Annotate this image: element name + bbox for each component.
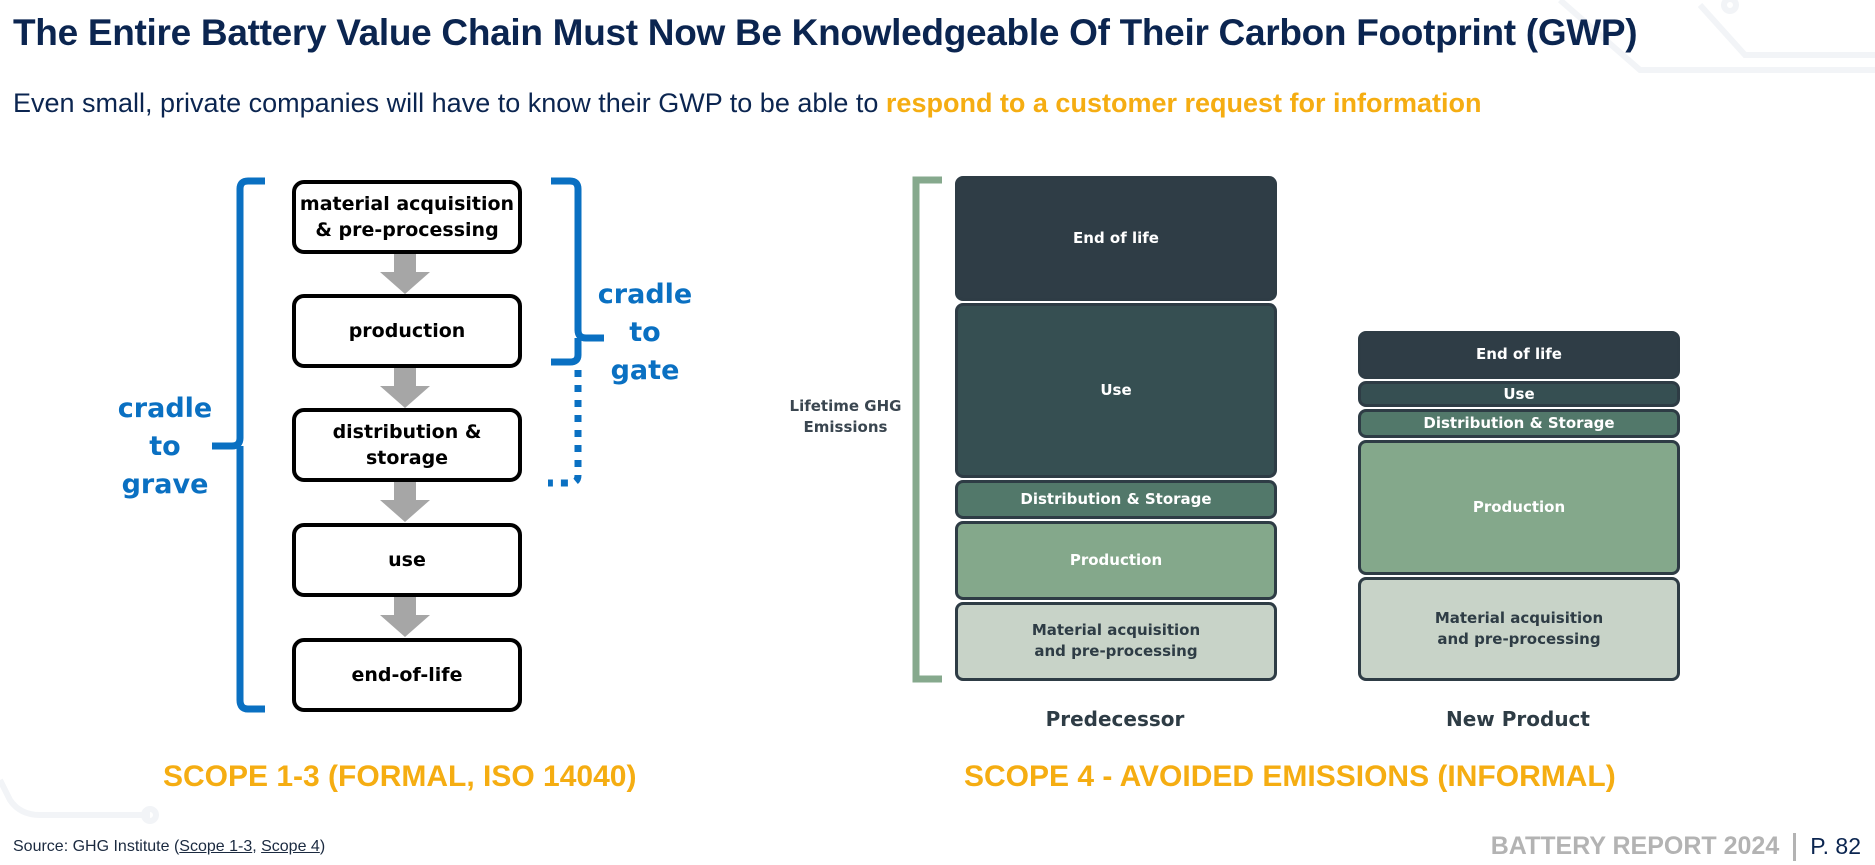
bar-segment-new-product-use: Use [1358, 381, 1680, 408]
bar-segment-new-product-end-of-life: End of life [1358, 330, 1680, 380]
bar-segment-predecessor-distribution-storage: Distribution & Storage [955, 480, 1277, 519]
footer: BATTERY REPORT 2024 P. 82 [1491, 832, 1861, 861]
segment-label: Distribution & Storage [1423, 413, 1615, 432]
bar-segment-predecessor-use: Use [955, 302, 1277, 479]
bar-segment-predecessor-material-acquisition-and-pre-processing: Material acquisition and pre-processing [955, 601, 1277, 681]
scope-4-link[interactable]: Scope 4 [261, 838, 320, 855]
source-suffix: ) [319, 838, 326, 855]
flow-arrows [380, 254, 430, 637]
page-title: The Entire Battery Value Chain Must Now … [13, 12, 1638, 53]
segment-label: Production [1472, 497, 1566, 516]
bar-segment-predecessor-production: Production [955, 520, 1277, 600]
segment-label: Material acquisition and pre-processing [1031, 621, 1201, 661]
page-subtitle: Even small, private companies will have … [13, 88, 1482, 119]
segment-label: End of life [1476, 345, 1562, 364]
lifetime-ghg-label: Lifetime GHG Emissions [789, 397, 902, 436]
cradle-to-gate-brace [551, 177, 604, 366]
label-line: grave [121, 469, 209, 500]
report-name: BATTERY REPORT 2024 [1490, 832, 1780, 860]
flow-arrow [380, 482, 430, 522]
flow-arrow [380, 254, 430, 294]
stage-end-of-life: end-of-life [292, 638, 522, 712]
segment-label: Production [1069, 550, 1163, 569]
bar-label-predecessor: Predecessor [1045, 707, 1185, 731]
scope-1-3-link[interactable]: Scope 1-3 [179, 838, 253, 855]
cradle-to-grave-brace [212, 177, 265, 713]
stage-use: use [292, 523, 522, 597]
label-line: cradle [117, 393, 213, 424]
label-line: cradle [597, 279, 693, 310]
bar-segment-new-product-distribution-storage: Distribution & Storage [1358, 409, 1680, 438]
bar-segment-new-product-production: Production [1358, 439, 1680, 575]
stage-production: production [292, 294, 522, 368]
page-number: P. 82 [1810, 833, 1861, 859]
segment-label: Use [1503, 384, 1535, 403]
cradle-to-gate-dotted-extension [548, 370, 582, 487]
bar-segment-predecessor-end-of-life: End of life [955, 176, 1277, 301]
cradle-to-grave-label: cradle to grave [110, 390, 220, 504]
label-line: to [629, 317, 661, 348]
source-prefix: Source: GHG Institute ( [13, 838, 180, 855]
segment-label: Use [1100, 380, 1132, 399]
stage-distribution-storage: distribution & storage [292, 408, 522, 482]
source-separator: , [252, 838, 262, 855]
cradle-to-gate-label: cradle to gate [590, 276, 700, 390]
subtitle-text: Even small, private companies will have … [13, 88, 886, 118]
footer-divider [1793, 832, 1797, 861]
scope-1-3-caption: SCOPE 1-3 (FORMAL, ISO 14040) [163, 760, 637, 793]
source-note: Source: GHG Institute (Scope 1-3, Scope … [13, 838, 325, 856]
segment-label: Distribution & Storage [1020, 489, 1212, 508]
label-line: to [149, 431, 181, 462]
label-line: gate [610, 355, 680, 386]
bar-segment-new-product-material-acquisition-and-pre-processing: Material acquisition and pre-processing [1358, 576, 1680, 681]
segment-label: Material acquisition and pre-processing [1434, 608, 1604, 648]
flow-arrow [380, 597, 430, 637]
lifetime-ghg-bracket [912, 176, 942, 683]
scope-4-caption: SCOPE 4 - AVOIDED EMISSIONS (INFORMAL) [964, 760, 1616, 793]
lifecycle-connectors [212, 177, 604, 713]
stage-material-acquisition: material acquisition & pre-processing [292, 180, 522, 254]
bar-label-new-product: New Product [1446, 707, 1590, 731]
flow-arrow [380, 368, 430, 408]
segment-label: End of life [1073, 228, 1159, 247]
subtitle-highlight: respond to a customer request for inform… [885, 88, 1482, 118]
